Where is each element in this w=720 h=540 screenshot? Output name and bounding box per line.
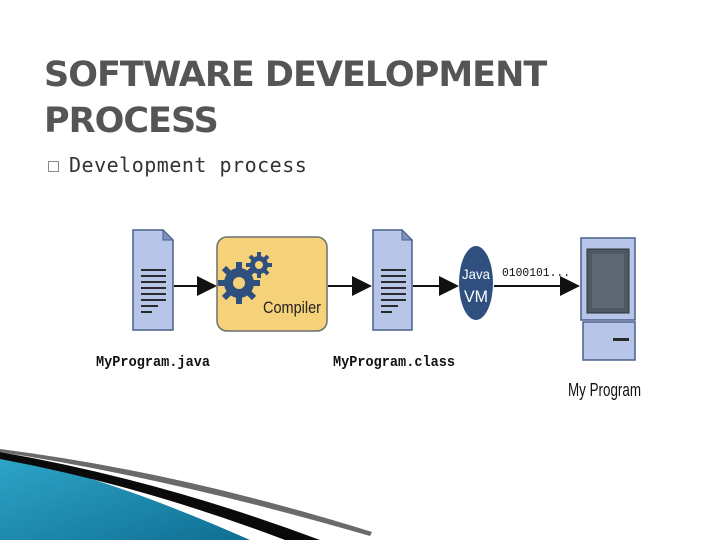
- bullet-square-icon: [48, 161, 59, 172]
- class-file-document-icon: [372, 228, 414, 331]
- bullet-item: Development process: [48, 150, 307, 180]
- compiler-label: Compiler: [263, 298, 321, 317]
- program-label: My Program: [568, 380, 641, 400]
- source-file-label: MyProgram.java: [96, 354, 210, 371]
- bullet-text: Development process: [69, 153, 308, 177]
- title-line-2: PROCESS: [44, 101, 219, 141]
- jvm-label-line2: VM: [464, 287, 488, 306]
- java-source-document-icon: [132, 228, 175, 331]
- jvm-circle: [459, 246, 493, 320]
- computer-icon: [580, 237, 636, 361]
- compiler-box: [216, 236, 328, 332]
- title-line-1: SOFTWARE DEVELOPMENT: [44, 55, 547, 95]
- gear-icon: [218, 252, 272, 304]
- slide-title: SOFTWARE DEVELOPMENT PROCESS: [44, 52, 547, 144]
- jvm-label-line1: Java: [462, 266, 490, 282]
- binary-output-label: 0100101...: [502, 266, 570, 280]
- class-file-label: MyProgram.class: [333, 354, 455, 371]
